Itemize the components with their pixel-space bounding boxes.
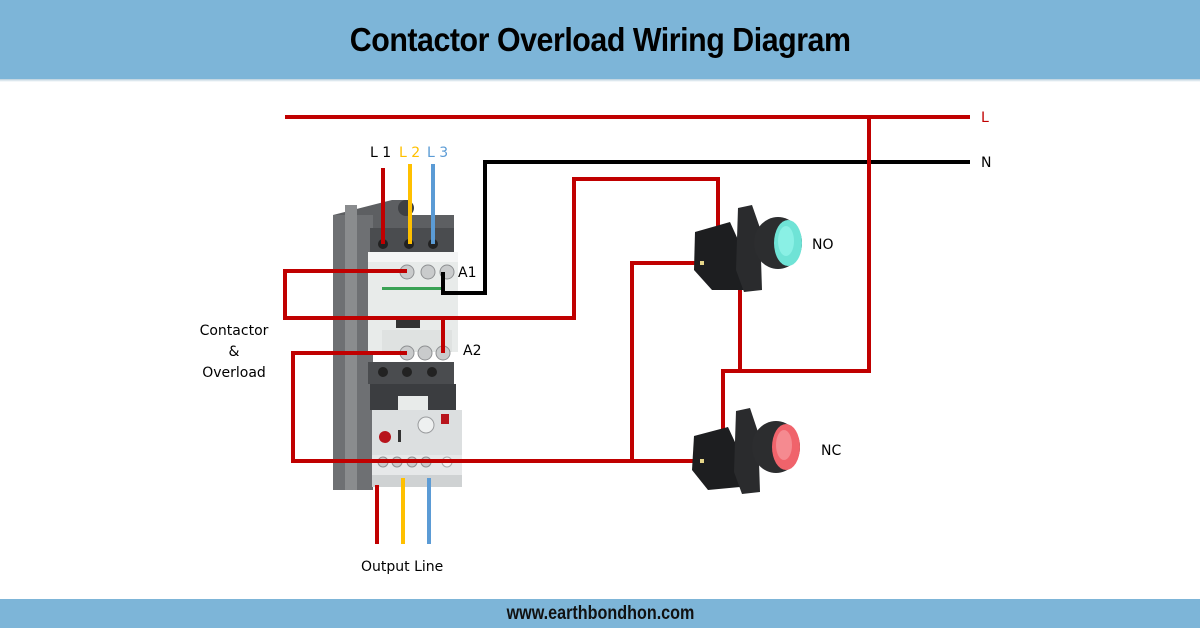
phase-l3-label: L 3 [427,145,448,161]
nc-push-button [692,408,800,494]
terminal-t1 [378,367,388,377]
nc-button-label: NC [821,443,841,459]
phase-l1-label: L 1 [370,145,391,161]
overload-bottom [372,475,462,487]
terminal-t2 [402,367,412,377]
line-label: L [981,110,989,126]
a2-terminal-label: A2 [463,343,481,359]
brand-stripe [382,287,442,290]
website-link[interactable]: www.earthbondhon.com [506,602,694,624]
output-line-label: Output Line [361,559,443,575]
a1-terminal-label: A1 [458,265,476,281]
contactor-face-highlight [368,252,458,262]
overload-reset-button [379,431,391,443]
aux-block [382,330,452,352]
no-terminal-screw [700,261,704,265]
contactor-overload-label: Contactor & Overload [186,321,282,384]
terminal-14 [420,264,436,280]
no-contact-block [694,222,748,290]
hold-contact-wire [283,177,720,320]
terminal-aux-mid [417,345,433,361]
no-to-nc-wire [630,261,700,461]
no-mount-bracket [736,205,762,292]
contactor-window [396,318,420,328]
banner-shadow [0,79,1200,82]
nc-mount-bracket [734,408,760,494]
no-button-label: NO [812,237,834,253]
nc-supply-wire [721,369,740,435]
contactor-side-rail [345,205,357,490]
overload-test-tag [441,414,449,424]
terminal-t3 [427,367,437,377]
neutral-wire [441,160,970,295]
neutral-label: N [981,155,991,171]
contactor-label-line3: Overload [202,365,266,381]
no-button-shine [778,226,794,256]
phase-l2-label: L 2 [399,145,420,161]
overload-label-plate [398,396,428,412]
title-banner: Contactor Overload Wiring Diagram [0,0,1200,79]
contactor-label-line2: & [228,344,240,360]
aux-to-overload-wire [291,351,407,463]
no-supply-wire [738,117,871,373]
nc-button-shine [776,430,792,460]
no-push-button [694,205,802,292]
contactor-label-line1: Contactor [199,323,269,339]
nc-terminal-screw [700,459,704,463]
footer-banner: www.earthbondhon.com [0,599,1200,628]
overload-indicator [398,430,401,442]
nc-contact-block [692,427,746,490]
overload-dial [417,416,435,434]
page-title: Contactor Overload Wiring Diagram [349,20,851,58]
